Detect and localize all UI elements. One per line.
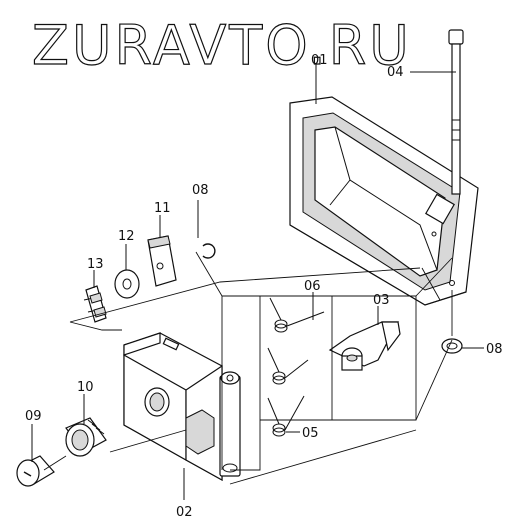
part-11-plate (147, 235, 177, 287)
callout-01: 01 (311, 53, 328, 68)
part-09-key-cylinder (16, 455, 55, 487)
part-10-cylinder-sleeve (65, 417, 107, 457)
callout-06: 06 (304, 279, 321, 294)
alignment-lines (43, 251, 453, 485)
callout-03: 03 (373, 293, 390, 308)
leader-lines (31, 64, 484, 500)
callout-09: 09 (25, 409, 42, 424)
gasket-plane (69, 267, 421, 331)
part-04-pin (448, 29, 464, 195)
part-03-lever (328, 321, 401, 371)
part-06-spring (269, 297, 325, 333)
part-01-housing (289, 96, 479, 306)
callout-labels: 01 04 08 11 12 13 06 03 08 05 10 09 02 (25, 53, 503, 520)
part-05-spring (267, 395, 305, 437)
part-08-circlip-right (441, 338, 463, 354)
callout-13: 13 (87, 257, 104, 272)
part-08-circlip-top (202, 243, 216, 259)
part-02-latch-body (123, 332, 241, 482)
callout-05: 05 (302, 426, 319, 441)
spring-middle (267, 347, 309, 385)
watermark-text: ZURAVTO.RU (32, 14, 412, 77)
callout-08-top: 08 (192, 183, 209, 198)
callout-10: 10 (77, 380, 94, 395)
callout-12: 12 (118, 229, 135, 244)
callout-02: 02 (176, 505, 193, 520)
part-13-clip (83, 285, 107, 323)
callout-04: 04 (387, 65, 404, 80)
callout-11: 11 (154, 201, 171, 216)
callout-08-right: 08 (486, 342, 503, 357)
part-12-washer (114, 269, 140, 299)
